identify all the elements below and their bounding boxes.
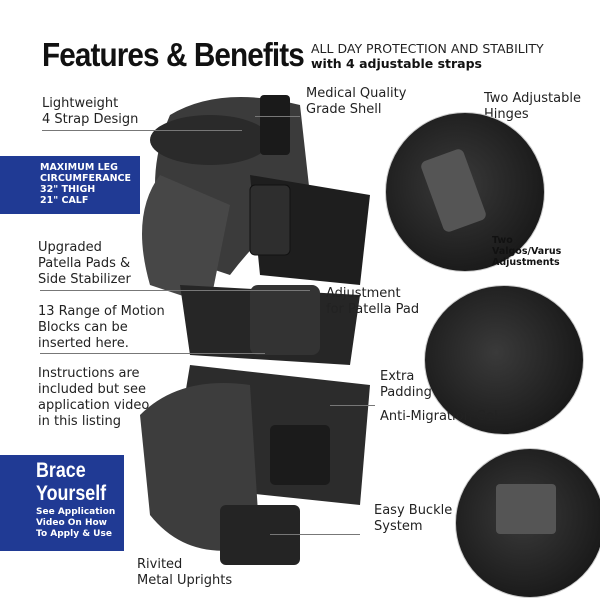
label-line: for Patella Pad bbox=[326, 302, 420, 317]
knee-brace-image bbox=[140, 95, 370, 565]
label-line: Two bbox=[492, 235, 513, 246]
hinge-detail-circle bbox=[385, 112, 545, 272]
label-line: Two Adjustable bbox=[484, 91, 581, 106]
label-line: in this listing bbox=[38, 414, 122, 429]
label-line: Patella Pads & bbox=[38, 256, 131, 271]
label-line: 4 Strap Design bbox=[42, 112, 139, 127]
label-line: Lightweight bbox=[42, 96, 119, 111]
label-line: Side Stabilizer bbox=[38, 272, 131, 287]
page-title: Features & Benefits bbox=[42, 36, 305, 73]
box-line: CIRCUMFERANCE bbox=[40, 173, 132, 184]
label-line: Adjustments bbox=[492, 257, 560, 268]
label-line: Upgraded bbox=[38, 240, 102, 255]
label-line: Extra bbox=[380, 369, 415, 384]
label-line: Metal Uprights bbox=[137, 573, 233, 588]
box-line: 21" CALF bbox=[40, 195, 89, 206]
label-line: Easy Buckle bbox=[374, 503, 453, 518]
label-gel: Anti-Migration Gel bbox=[380, 409, 498, 424]
padding-detail-circle bbox=[424, 285, 584, 435]
box-heading: Brace bbox=[36, 459, 86, 482]
label-line: inserted here. bbox=[38, 336, 129, 351]
label-line: application video bbox=[38, 398, 150, 413]
label-line: Medical Quality bbox=[306, 86, 407, 101]
label-line: included but see bbox=[38, 382, 146, 397]
label-line: Padding bbox=[380, 385, 432, 400]
label-line: Valgos/Varus bbox=[492, 246, 562, 257]
box-line: 32" THIGH bbox=[40, 184, 96, 195]
label-line: Grade Shell bbox=[306, 102, 382, 117]
label-line: Instructions are bbox=[38, 366, 140, 381]
label-line: Adjustment bbox=[326, 286, 401, 301]
subtitle: ALL DAY PROTECTION AND STABILITY bbox=[311, 41, 544, 56]
buckle-detail-circle bbox=[455, 448, 600, 598]
box-heading: Yourself bbox=[36, 482, 107, 505]
label-line: Blocks can be bbox=[38, 320, 128, 335]
label-line: Rivited bbox=[137, 557, 183, 572]
box-line: Video On How bbox=[36, 518, 107, 528]
box-line: See Application bbox=[36, 507, 116, 517]
subtitle-bold: with 4 adjustable straps bbox=[311, 56, 482, 71]
box-line: MAXIMUM LEG bbox=[40, 162, 118, 173]
label-line: 13 Range of Motion bbox=[38, 304, 165, 319]
box-line: To Apply & Use bbox=[36, 529, 112, 539]
label-line: System bbox=[374, 519, 423, 534]
